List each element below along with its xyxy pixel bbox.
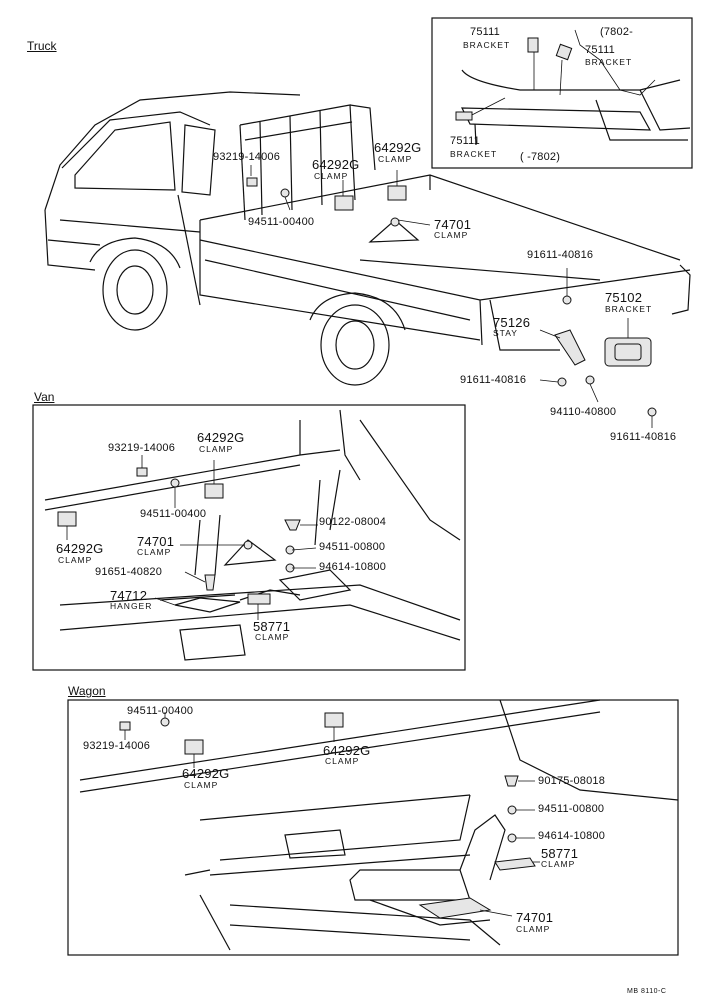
part-name: CLAMP [325, 756, 360, 766]
part-name: CLAMP [378, 154, 413, 164]
part-number: 94110-40800 [550, 406, 617, 418]
part-number: 94511-00400 [248, 216, 315, 228]
part-name: CLAMP [434, 230, 469, 240]
section-title-wagon: Wagon [68, 684, 106, 698]
part-name: HANGER [110, 601, 153, 611]
part-number: 64292G [323, 743, 371, 758]
van-illustration [32, 404, 466, 671]
diagram-reference-code: MB 8110-C [627, 988, 667, 995]
part-name: BRACKET [463, 40, 511, 50]
part-number: 75111 [585, 44, 615, 56]
part-number: 58771 [541, 846, 579, 861]
part-number: 91611-40816 [460, 374, 527, 386]
part-number: 64292G [56, 541, 104, 556]
part-name: CLAMP [199, 444, 234, 454]
part-name: CLAMP [314, 171, 349, 181]
section-title-van: Van [34, 390, 55, 404]
part-number: 64292G [197, 430, 245, 445]
part-name: CLAMP [184, 780, 219, 790]
part-number: 93219-14006 [213, 151, 281, 163]
part-name: CLAMP [516, 924, 551, 934]
part-number: 75126 [493, 315, 531, 330]
part-number: 74701 [137, 534, 175, 549]
part-number: 93219-14006 [83, 740, 151, 752]
part-name: CLAMP [541, 859, 576, 869]
part-number: 94614-10800 [319, 561, 387, 573]
truck-illustration [44, 91, 691, 428]
part-name: CLAMP [58, 555, 93, 565]
date-range-note: (7802- [600, 26, 633, 38]
part-name: BRACKET [585, 57, 633, 67]
part-number: 94511-00400 [127, 705, 194, 717]
part-name: BRACKET [605, 304, 653, 314]
section-title-truck: Truck [27, 39, 57, 53]
part-name: CLAMP [137, 547, 172, 557]
part-number: 94511-00400 [140, 508, 207, 520]
part-number: 91651-40820 [95, 566, 163, 578]
part-number: 75111 [470, 26, 500, 38]
part-number: 90122-08004 [319, 516, 387, 528]
part-number: 91611-40816 [527, 249, 594, 261]
inset-bumper-drawing [431, 17, 693, 169]
part-number: 64292G [182, 766, 230, 781]
part-number: 75111 [450, 135, 480, 147]
wagon-illustration [67, 699, 679, 956]
part-number: 91611-40816 [610, 431, 677, 443]
part-number: 90175-08018 [538, 775, 606, 787]
part-number: 74701 [434, 217, 472, 232]
part-name: BRACKET [450, 149, 498, 159]
part-number: 74701 [516, 910, 554, 925]
part-number: 58771 [253, 619, 291, 634]
date-range-note: ( -7802) [520, 151, 561, 163]
part-number: 74712 [110, 588, 148, 603]
part-number: 64292G [312, 157, 360, 172]
part-number: 64292G [374, 140, 422, 155]
part-number: 94614-10800 [538, 830, 606, 842]
part-number: 75102 [605, 290, 643, 305]
part-number: 94511-00800 [538, 803, 605, 815]
part-name: CLAMP [255, 632, 290, 642]
part-name: STAY [493, 328, 518, 338]
part-number: 93219-14006 [108, 442, 176, 454]
part-number: 94511-00800 [319, 541, 386, 553]
